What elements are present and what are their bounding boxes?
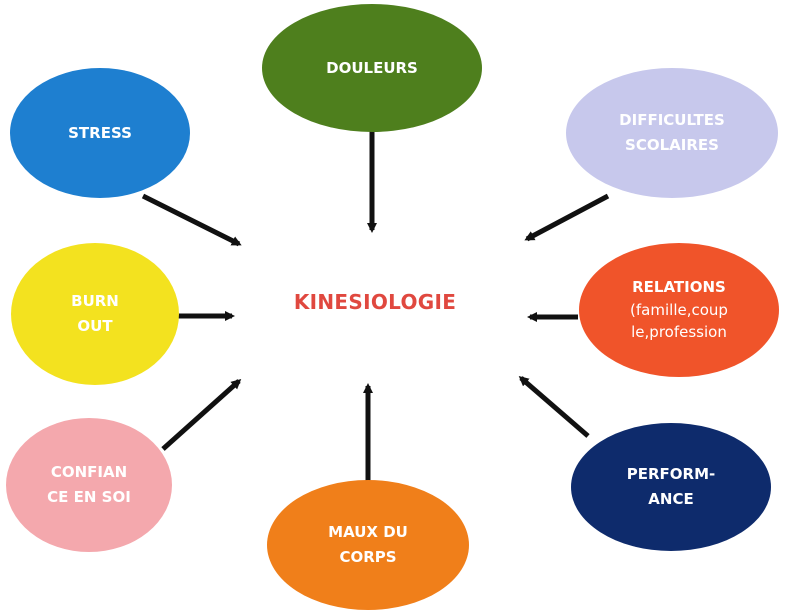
node-relations-line-2: (famille,coup	[630, 300, 728, 319]
node-performance: PERFORM- ANCE	[571, 423, 771, 551]
node-burn-out-line-2: OUT	[77, 317, 113, 335]
node-stress: STRESS	[10, 68, 190, 198]
node-performance-line-2: ANCE	[648, 490, 694, 508]
node-relations-line-3: le,profession	[631, 323, 727, 342]
node-difficultes-line-2: SCOLAIRES	[625, 136, 719, 154]
node-performance-line-1: PERFORM-	[626, 465, 716, 484]
node-confiance: CONFIAN CE EN SOI	[6, 418, 172, 552]
node-maux-line-1: MAUX DU	[328, 523, 408, 542]
arrow-difficultes	[524, 193, 610, 242]
center-title: KINESIOLOGIE	[293, 290, 457, 314]
node-confiance-line-2: CE EN SOI	[47, 488, 131, 506]
node-relations: RELATIONS (famille,coup le,profession	[579, 243, 779, 377]
node-douleurs: DOULEURS	[262, 4, 482, 132]
node-burn-out-line-1: BURN	[71, 292, 119, 311]
arrow-stress	[141, 193, 242, 247]
node-maux-line-2: CORPS	[339, 548, 397, 566]
arrow-performance	[518, 376, 590, 438]
node-douleurs-line-1: DOULEURS	[326, 58, 418, 77]
node-maux-du-corps: MAUX DU CORPS	[267, 480, 469, 610]
node-confiance-line-1: CONFIAN	[50, 463, 128, 482]
node-relations-line-1: RELATIONS	[632, 278, 726, 297]
arrow-confiance	[161, 378, 242, 451]
node-stress-line-1: STRESS	[68, 123, 132, 142]
node-burn-out: BURN OUT	[11, 243, 179, 385]
node-difficultes-line-1: DIFFICULTES	[619, 111, 725, 130]
node-difficultes-scolaires: DIFFICULTES SCOLAIRES	[566, 68, 778, 198]
